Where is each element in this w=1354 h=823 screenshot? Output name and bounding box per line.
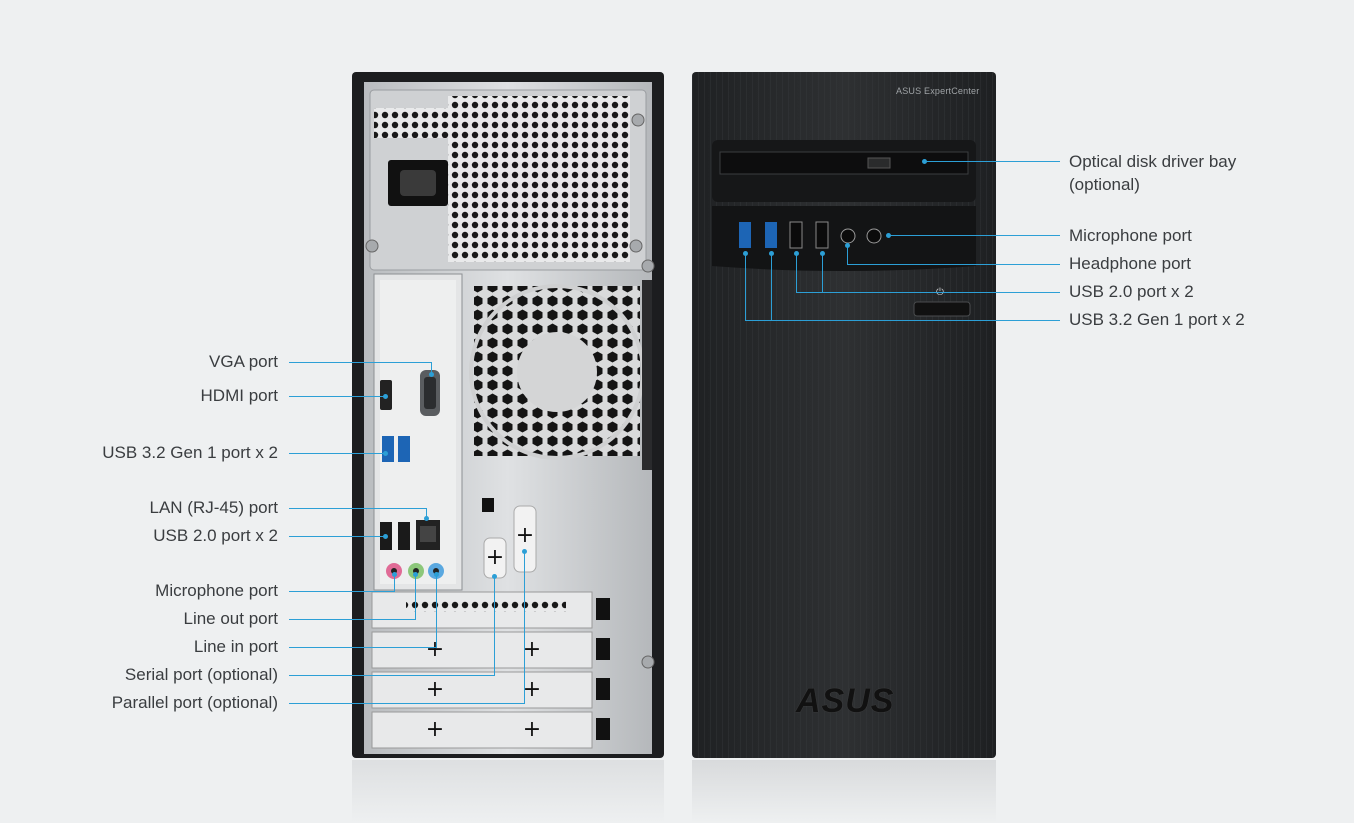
dot-usb32-front-b	[769, 251, 774, 256]
leader-parallel	[289, 703, 525, 704]
leader-mic-rear	[289, 591, 394, 592]
dot-usb20-front-b	[820, 251, 825, 256]
label-microphone-front: Microphone port	[1069, 226, 1192, 245]
label-vga-port: VGA port	[209, 352, 278, 371]
leader-usb20-front-va	[796, 254, 797, 292]
leader-headphone	[847, 264, 1060, 265]
svg-text:+: +	[426, 677, 444, 702]
dot-lan	[424, 516, 429, 521]
leader-line-out	[289, 619, 416, 620]
label-parallel-port: Parallel port (optional)	[111, 693, 278, 712]
dot-usb32-rear	[383, 451, 388, 456]
dot-vga	[429, 372, 434, 377]
label-usb32-rear: USB 3.2 Gen 1 port x 2	[102, 443, 278, 462]
label-usb20-front: USB 2.0 port x 2	[1069, 282, 1194, 301]
rear-chassis: + + + + + + + +	[352, 72, 664, 758]
leader-vga	[289, 362, 432, 363]
leader-hdmi	[289, 396, 385, 397]
svg-text:+: +	[426, 717, 444, 742]
leader-lan	[289, 508, 427, 509]
brand-text: ASUS ExpertCenter	[896, 86, 980, 96]
svg-text:+: +	[516, 523, 534, 548]
leader-line-out-v	[415, 574, 416, 620]
leader-usb20-front	[796, 292, 1060, 293]
dot-mic-front	[886, 233, 891, 238]
label-usb32-front: USB 3.2 Gen 1 port x 2	[1069, 310, 1245, 329]
label-lan-port: LAN (RJ-45) port	[149, 498, 278, 517]
leader-parallel-v	[524, 552, 525, 704]
leader-serial	[289, 675, 495, 676]
dot-serial	[492, 574, 497, 579]
leader-usb32-front-vb	[771, 254, 772, 320]
dot-usb20-rear	[383, 534, 388, 539]
label-serial-port: Serial port (optional)	[124, 665, 278, 684]
leader-usb20-front-vb	[822, 254, 823, 292]
label-hdmi-port: HDMI port	[200, 386, 278, 405]
svg-text:+: +	[486, 545, 504, 570]
leader-headphone-v	[847, 246, 848, 264]
label-line-in: Line in port	[193, 637, 278, 656]
dot-line-out	[413, 572, 418, 577]
svg-text:+: +	[523, 677, 541, 702]
leader-lan-v	[426, 508, 427, 518]
label-microphone-rear: Microphone port	[155, 581, 278, 600]
leader-usb32-rear	[289, 453, 385, 454]
dot-usb32-front-a	[743, 251, 748, 256]
dot-hdmi	[383, 394, 388, 399]
leader-usb32-front	[745, 320, 1060, 321]
dot-mic-rear	[392, 572, 397, 577]
front-reflection	[692, 760, 996, 823]
leader-usb32-front-va	[745, 254, 746, 320]
label-optical-optional: (optional)	[1069, 175, 1140, 194]
dot-parallel	[522, 549, 527, 554]
label-optical-bay: Optical disk driver bay	[1069, 152, 1237, 171]
label-line-out: Line out port	[183, 609, 278, 628]
label-headphone-front: Headphone port	[1069, 254, 1191, 273]
dot-headphone-front	[845, 243, 850, 248]
svg-text:+: +	[523, 717, 541, 742]
leader-serial-v	[494, 577, 495, 676]
dot-line-in	[434, 572, 439, 577]
front-chassis	[692, 72, 996, 758]
rear-reflection	[352, 760, 664, 823]
leader-usb20-rear	[289, 536, 385, 537]
asus-logo: ASUS	[796, 682, 895, 720]
svg-text:+: +	[523, 637, 541, 662]
dot-usb20-front-a	[794, 251, 799, 256]
label-usb20-rear: USB 2.0 port x 2	[153, 526, 278, 545]
dot-optical	[922, 159, 927, 164]
leader-mic-front	[889, 235, 1060, 236]
leader-optical	[925, 161, 1060, 162]
leader-line-in	[289, 647, 436, 648]
leader-mic-rear-v	[394, 574, 395, 592]
leader-vga-v	[431, 362, 432, 376]
leader-line-in-v	[436, 574, 437, 648]
svg-text:+: +	[426, 637, 444, 662]
